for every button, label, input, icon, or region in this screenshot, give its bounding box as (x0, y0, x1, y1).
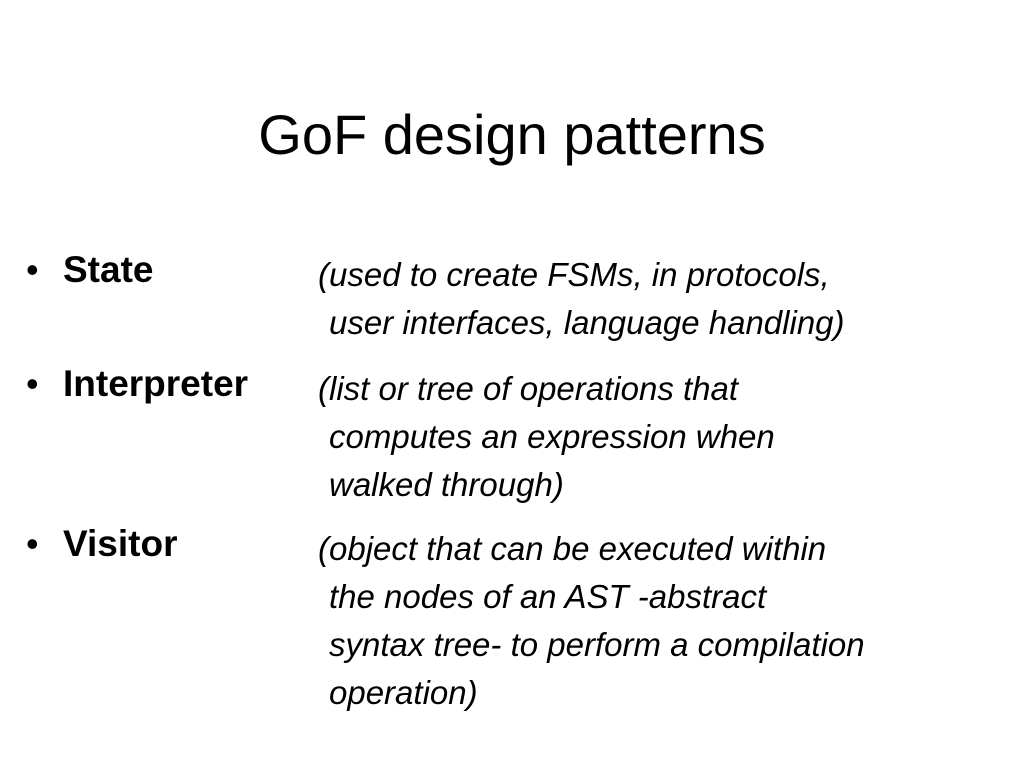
pattern-description: (list or tree of operations that compute… (318, 365, 1008, 509)
description-line: walked through) (329, 466, 564, 503)
bullet-icon: • (26, 523, 39, 564)
description-line: user interfaces, language handling) (329, 304, 845, 341)
pattern-term: Visitor (63, 523, 178, 564)
description-line: (list or tree of operations that (318, 370, 739, 407)
pattern-description: (object that can be executed within the … (318, 525, 1008, 717)
pattern-term: Interpreter (63, 363, 249, 404)
slide-title: GoF design patterns (258, 103, 766, 166)
pattern-term: State (63, 249, 154, 290)
description-line: (used to create FSMs, in protocols, (318, 256, 830, 293)
description-line: (object that can be executed within (318, 530, 827, 567)
description-line: syntax tree- to perform a compilation (329, 626, 865, 663)
pattern-description: (used to create FSMs, in protocols, user… (318, 251, 1008, 347)
bullet-icon: • (26, 249, 39, 290)
bullet-icon: • (26, 363, 39, 404)
description-line: operation) (329, 674, 478, 711)
description-line: the nodes of an AST -abstract (329, 578, 767, 615)
description-line: computes an expression when (329, 418, 775, 455)
